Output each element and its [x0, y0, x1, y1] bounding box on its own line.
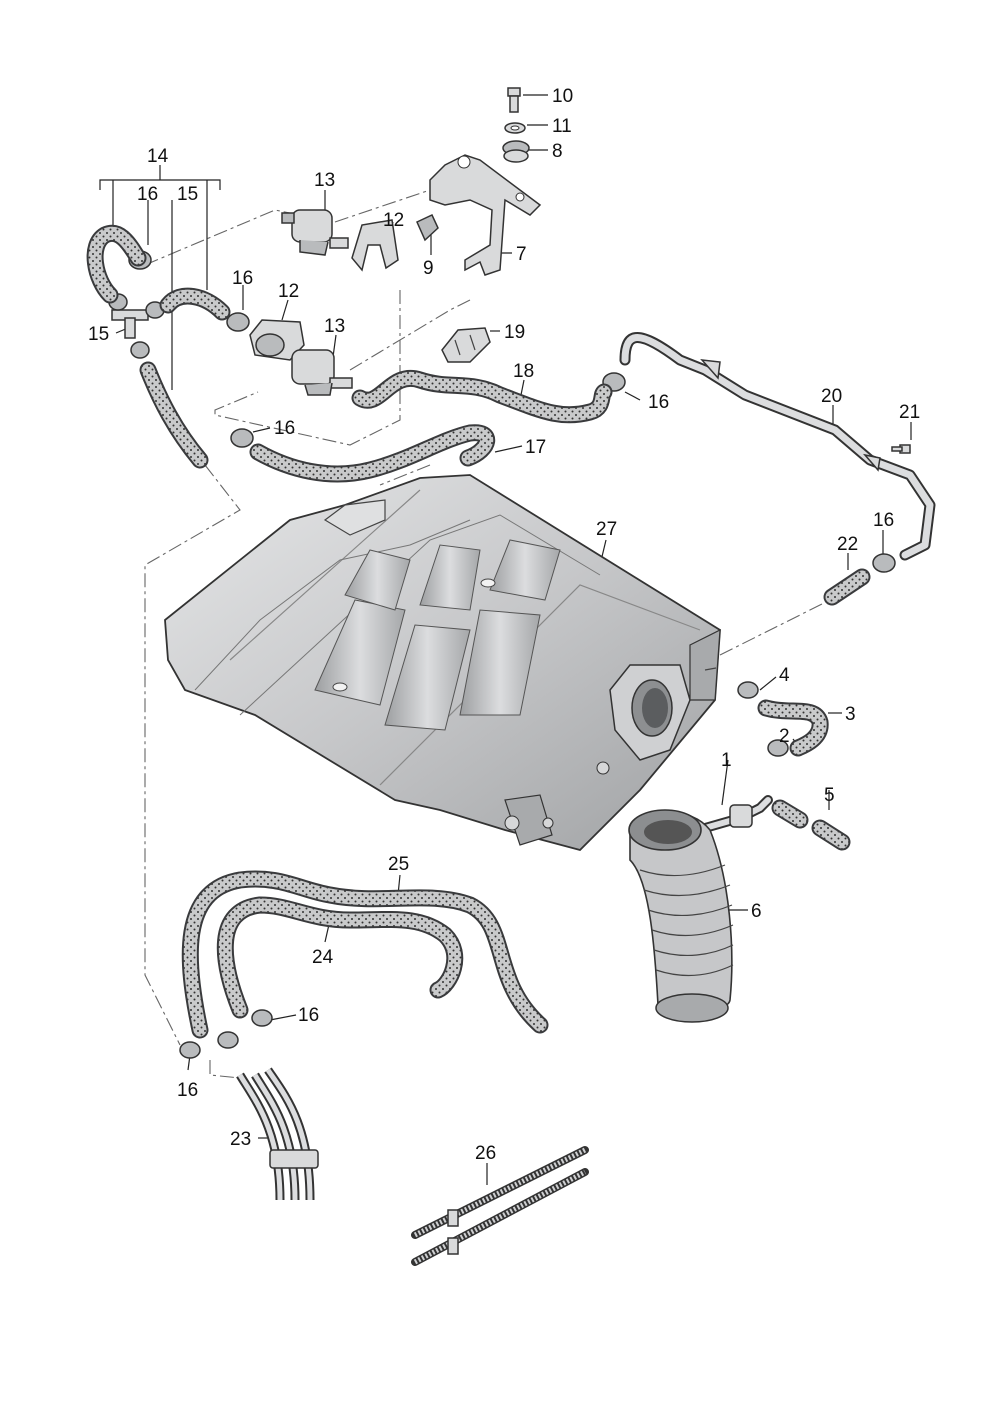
vacuum-pipe: [619, 332, 936, 561]
air-intake-hose: [628, 809, 734, 1023]
label-3: 3: [845, 704, 856, 725]
intake-manifold: [164, 474, 721, 852]
label-8: 8: [552, 141, 563, 162]
callout-labels: 10 11 8 7 9 12 13 14 16 15 16 12 15 13 1…: [88, 86, 920, 1164]
label-17: 17: [525, 437, 546, 458]
label-7: 7: [516, 244, 527, 265]
connector-piece: [700, 795, 773, 833]
label-16-upper-left: 16: [137, 184, 158, 205]
label-6: 6: [751, 901, 762, 922]
label-21: 21: [899, 402, 920, 423]
hoses: [86, 224, 871, 1039]
lower-pipes: [236, 1067, 319, 1201]
label-22: 22: [837, 534, 858, 555]
label-23: 23: [230, 1129, 251, 1150]
label-16-mid: 16: [232, 268, 253, 289]
label-16-right: 16: [873, 510, 894, 531]
label-14: 14: [147, 146, 169, 167]
label-12-upper: 12: [383, 210, 404, 231]
label-24: 24: [312, 947, 334, 968]
label-5: 5: [824, 785, 835, 806]
label-15-upper: 15: [177, 184, 198, 205]
label-13-lower: 13: [324, 316, 345, 337]
label-9: 9: [423, 258, 434, 279]
label-20: 20: [821, 386, 842, 407]
label-16-lower-left: 16: [177, 1080, 198, 1101]
label-13-upper: 13: [314, 170, 335, 191]
label-16-lower-right: 16: [298, 1005, 319, 1026]
label-2: 2: [779, 726, 790, 747]
cable-ties: [411, 1146, 589, 1266]
label-16-hose-17: 16: [274, 418, 295, 439]
label-25: 25: [388, 854, 409, 875]
label-27: 27: [596, 519, 617, 540]
label-26: 26: [475, 1143, 496, 1164]
label-19: 19: [504, 322, 525, 343]
upper-parts: [111, 87, 911, 454]
label-16-right-upper: 16: [648, 392, 669, 413]
label-10: 10: [552, 86, 573, 107]
label-15-left: 15: [88, 324, 109, 345]
label-18: 18: [513, 361, 534, 382]
label-12-lower: 12: [278, 281, 299, 302]
label-11: 11: [552, 116, 572, 137]
label-1: 1: [721, 750, 732, 771]
label-4: 4: [779, 665, 790, 686]
